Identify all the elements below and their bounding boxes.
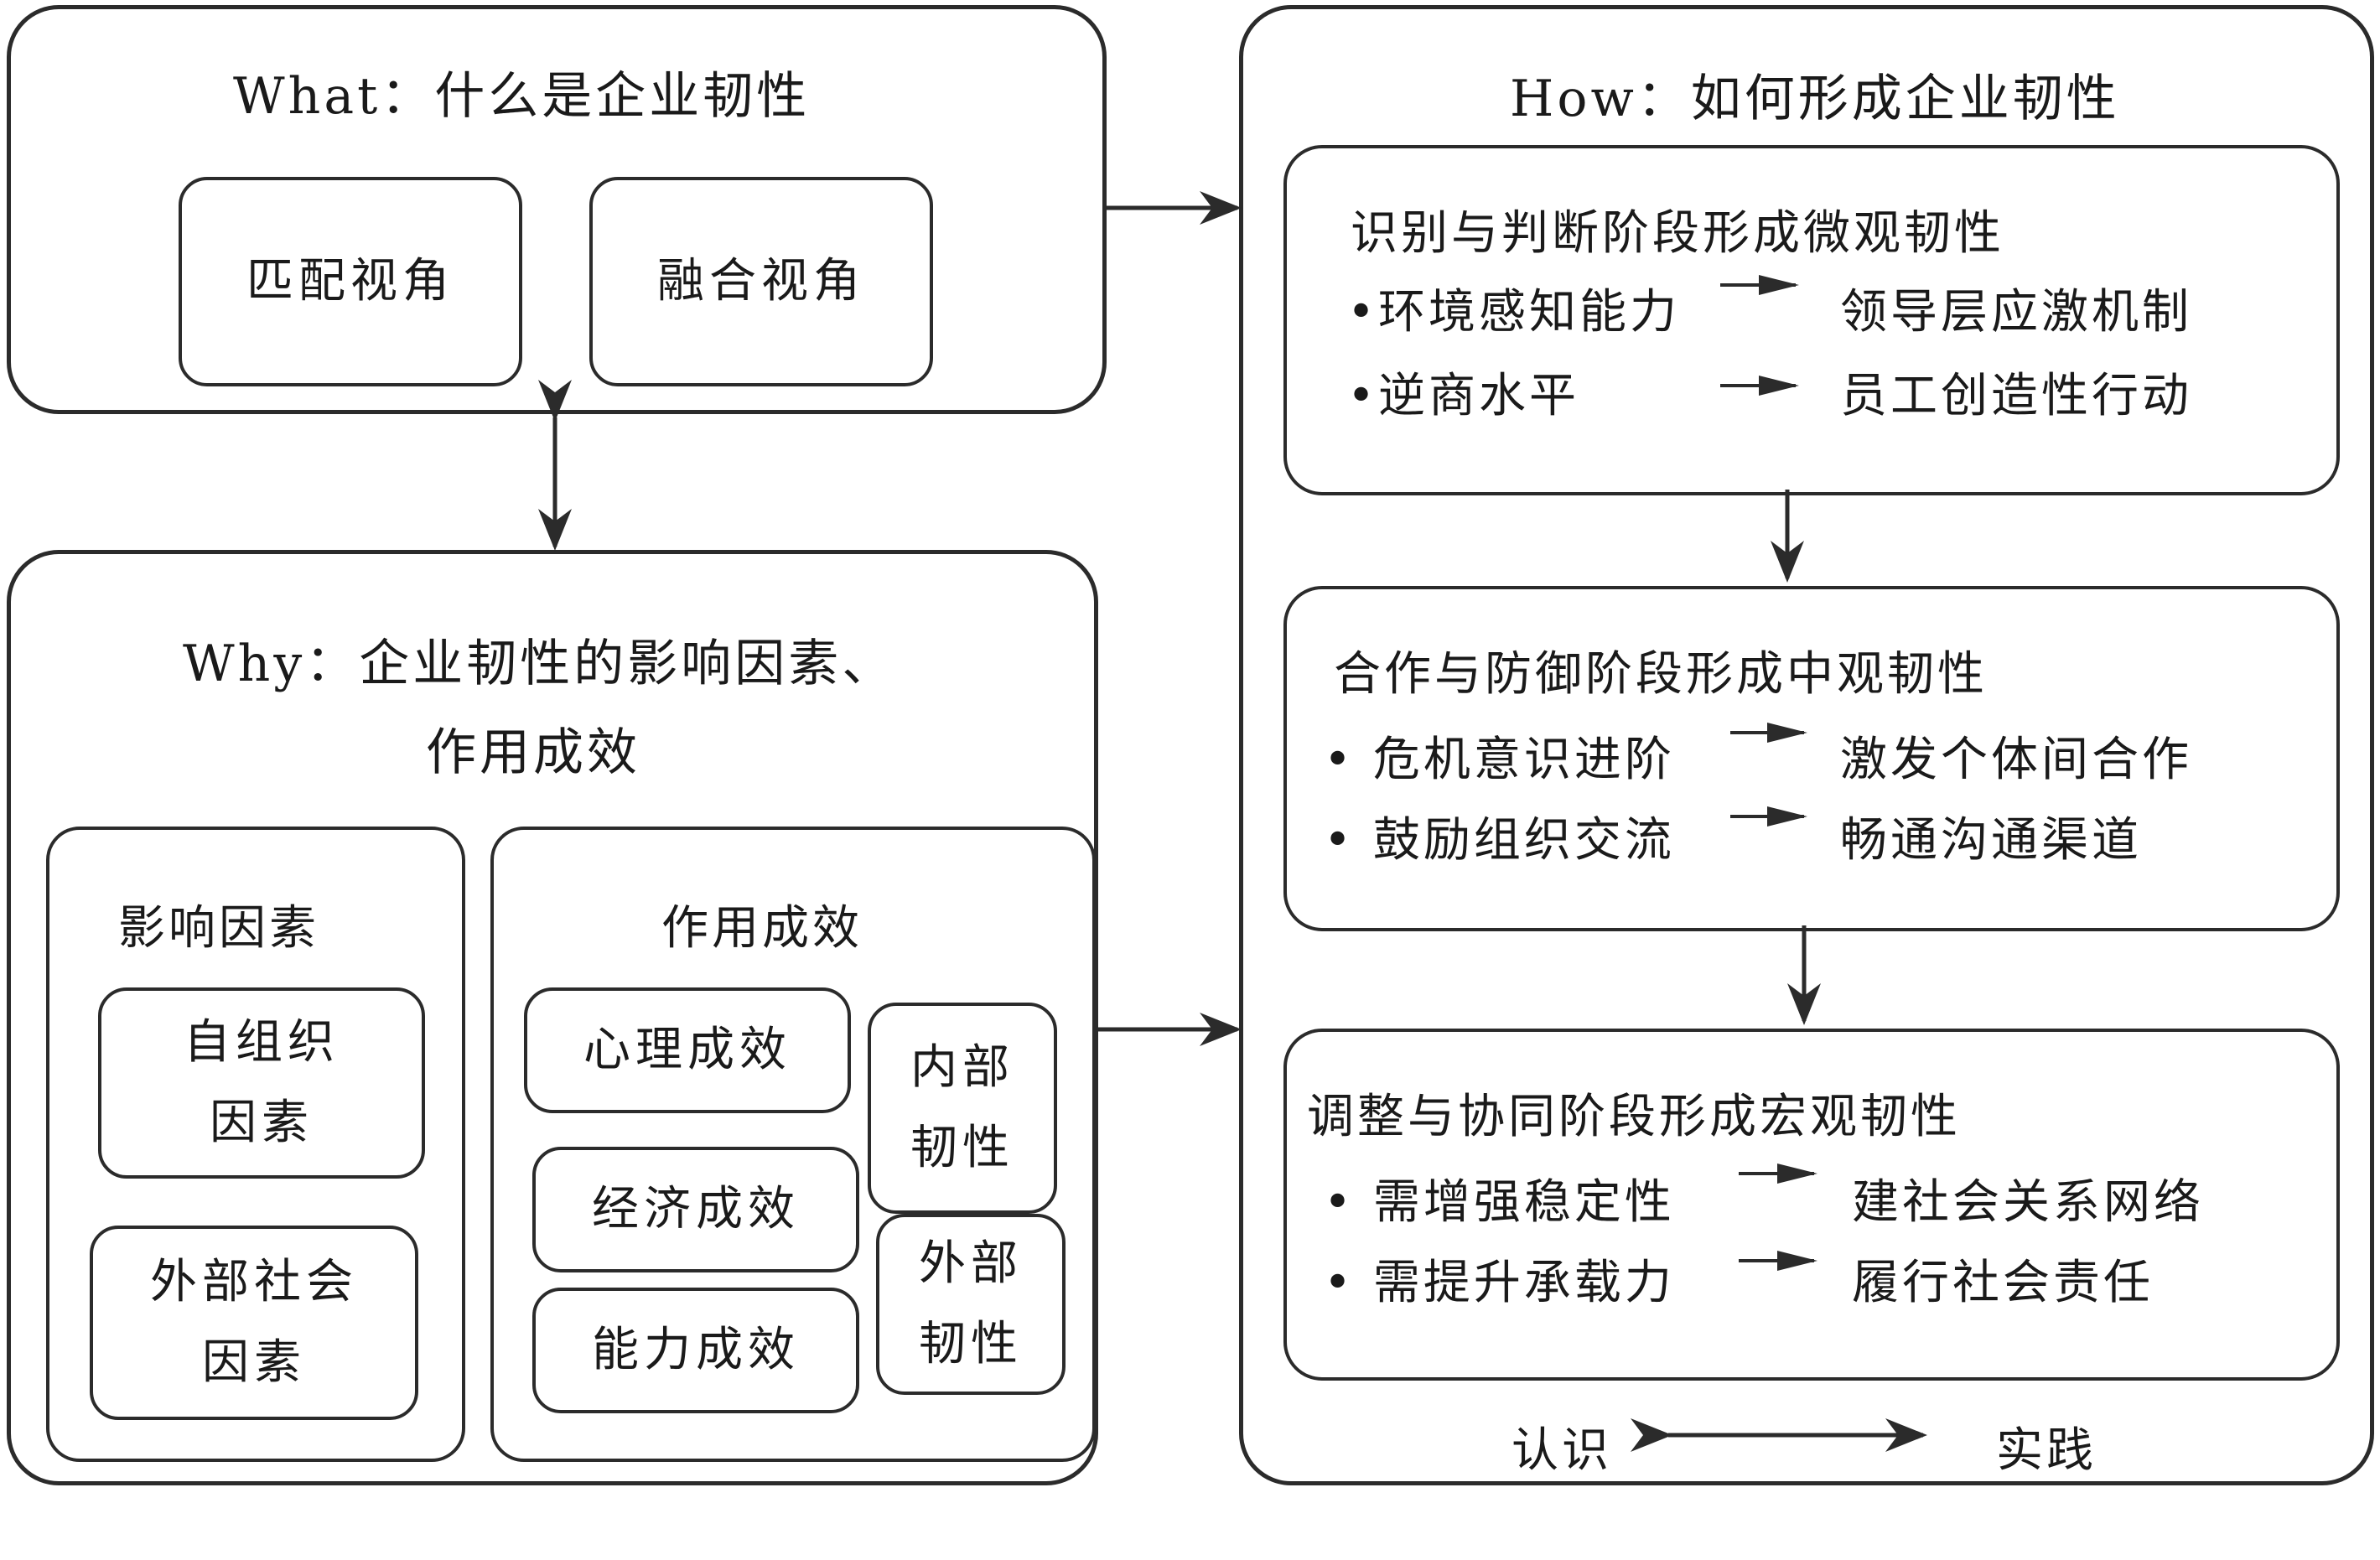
internal-resilience-box: 内部 韧性 — [868, 1003, 1057, 1214]
stage-meso-row2-right: 畅通沟通渠道 — [1840, 813, 2142, 868]
stage-meso-box: 合作与防御阶段形成中观韧性 • 危机意识进阶 激发个体间合作 • 鼓励组织交流 … — [1283, 586, 2340, 931]
stage-micro-row1-left: •环境感知能力 — [1347, 285, 1681, 339]
stage-meso-title: 合作与防御阶段形成中观韧性 — [1334, 647, 1988, 702]
stage-meso-row2-left: • 鼓励组织交流 — [1324, 813, 1675, 868]
external-resilience-box: 外部 韧性 — [876, 1214, 1066, 1395]
factors-title: 影响因素 — [118, 901, 319, 956]
capability-effect-label: 能力成效 — [592, 1323, 800, 1377]
footer-practice-label: 实践 — [1996, 1423, 2097, 1478]
why-panel: Why：企业韧性的影响因素、 作用成效 影响因素 自组织 因素 外部社会 因素 … — [7, 550, 1098, 1485]
why-title-line2: 作用成效 — [426, 723, 640, 782]
economic-effect-label: 经济成效 — [592, 1182, 800, 1236]
stage-macro-row2-left: • 需提升承载力 — [1324, 1256, 1675, 1310]
stage-macro-row2-right: 履行社会责任 — [1852, 1256, 2154, 1310]
stage-macro-row1-left: • 需增强稳定性 — [1324, 1175, 1675, 1230]
how-panel: How：如何形成企业韧性 识别与判断阶段形成微观韧性 •环境感知能力 领导层应激… — [1239, 5, 2374, 1485]
external-social-factor-box: 外部社会 因素 — [90, 1226, 418, 1420]
how-title: How：如何形成企业韧性 — [1510, 70, 2120, 128]
self-organization-factor-line2: 因素 — [210, 1096, 314, 1150]
match-view-label: 匹配视角 — [246, 254, 454, 308]
stage-macro-box: 调整与协同阶段形成宏观韧性 • 需增强稳定性 建社会关系网络 • 需提升承载力 … — [1283, 1029, 2340, 1381]
stage-micro-row1-right: 领导层应激机制 — [1840, 285, 2192, 339]
stage-meso-row1-left: • 危机意识进阶 — [1324, 733, 1675, 787]
economic-effect-box: 经济成效 — [532, 1147, 859, 1272]
stage-meso-row1-right: 激发个体间合作 — [1840, 733, 2192, 787]
fusion-view-label: 融合视角 — [657, 254, 865, 308]
why-title-line1: Why：企业韧性的影响因素、 — [183, 635, 896, 693]
external-social-factor-line1: 外部社会 — [150, 1255, 358, 1309]
stage-macro-title: 调整与协同阶段形成宏观韧性 — [1307, 1090, 1961, 1144]
stage-macro-row1-right: 建社会关系网络 — [1852, 1175, 2204, 1230]
effects-panel: 作用成效 心理成效 经济成效 能力成效 内部 韧性 外部 韧性 — [490, 827, 1096, 1462]
internal-resilience-line1: 内部 — [910, 1040, 1014, 1095]
what-title: What：什么是企业韧性 — [233, 67, 811, 126]
factors-panel: 影响因素 自组织 因素 外部社会 因素 — [46, 827, 465, 1462]
match-view-box: 匹配视角 — [179, 177, 522, 386]
psychological-effect-box: 心理成效 — [524, 987, 851, 1113]
stage-micro-row2-left: •逆商水平 — [1347, 369, 1580, 423]
external-resilience-line2: 韧性 — [919, 1317, 1023, 1371]
what-panel: What：什么是企业韧性 匹配视角 融合视角 — [7, 5, 1107, 414]
stage-micro-row2-right: 员工创造性行动 — [1840, 369, 2192, 423]
internal-resilience-line2: 韧性 — [910, 1121, 1014, 1175]
self-organization-factor-box: 自组织 因素 — [98, 987, 425, 1179]
external-resilience-line1: 外部 — [919, 1236, 1023, 1291]
stage-micro-box: 识别与判断阶段形成微观韧性 •环境感知能力 领导层应激机制 •逆商水平 员工创造… — [1283, 145, 2340, 495]
external-social-factor-line2: 因素 — [202, 1335, 306, 1390]
capability-effect-box: 能力成效 — [532, 1288, 859, 1413]
stage-micro-title: 识别与判断阶段形成微观韧性 — [1351, 206, 2004, 261]
footer-cognition-label: 认识 — [1511, 1423, 1612, 1478]
psychological-effect-label: 心理成效 — [583, 1023, 791, 1077]
self-organization-factor-line1: 自组织 — [184, 1015, 340, 1070]
fusion-view-box: 融合视角 — [589, 177, 933, 386]
effects-title: 作用成效 — [661, 901, 863, 956]
